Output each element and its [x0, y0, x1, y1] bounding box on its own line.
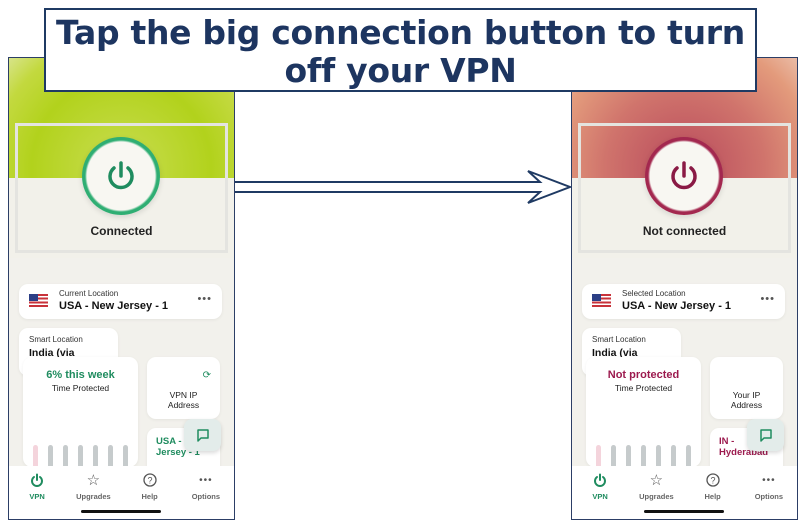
svg-text:?: ?	[147, 476, 152, 486]
highlight-box	[15, 123, 228, 253]
instruction-title: Tap the big connection button to turn of…	[44, 8, 757, 92]
help-icon: ?	[122, 472, 178, 488]
nav-label: VPN	[29, 492, 45, 501]
nav-label: Options	[191, 492, 221, 501]
location-value: USA - New Jersey - 1	[59, 300, 169, 312]
smart-location-value: India (via	[592, 347, 638, 359]
bottom-nav: VPN ☆ Upgrades ? Help ••• Options	[9, 466, 234, 519]
chart-bar	[48, 445, 53, 475]
connection-button[interactable]	[82, 137, 160, 215]
nav-label: Options	[754, 492, 784, 501]
chart-bar	[63, 445, 68, 475]
city-line-2: Jersey - 1	[156, 447, 200, 458]
more-options-icon[interactable]: •••	[197, 293, 212, 305]
help-icon: ?	[685, 472, 741, 488]
chart-bar	[611, 445, 616, 475]
chat-icon	[196, 429, 209, 442]
power-icon	[108, 161, 134, 190]
connection-button[interactable]	[645, 137, 723, 215]
time-protected-label: Time Protected	[51, 383, 110, 393]
chat-button[interactable]	[184, 419, 221, 451]
location-card[interactable]: Current Location USA - New Jersey - 1 ••…	[19, 284, 222, 319]
smart-location-label: Smart Location	[29, 335, 83, 344]
nav-upgrades[interactable]: ☆ Upgrades	[628, 466, 684, 519]
time-protected-label: Time Protected	[614, 383, 673, 393]
home-indicator	[81, 510, 161, 513]
chart-bar	[78, 445, 83, 475]
star-icon: ☆	[649, 472, 664, 489]
power-icon	[671, 161, 697, 190]
home-indicator	[644, 510, 724, 513]
nav-options[interactable]: ••• Options	[178, 466, 234, 519]
nav-label: Help	[704, 492, 721, 501]
nav-help[interactable]: ? Help	[685, 466, 741, 519]
time-protected-value: Not protected	[607, 369, 680, 381]
more-options-icon[interactable]: •••	[760, 293, 775, 305]
nav-label: Upgrades	[639, 492, 674, 501]
time-protected-card[interactable]: Not protected Time Protected	[586, 357, 701, 475]
ip-label-2: Address	[167, 400, 200, 410]
ip-label-1: Your IP	[732, 390, 761, 400]
location-label: Selected Location	[622, 289, 686, 298]
nav-options[interactable]: ••• Options	[741, 466, 797, 519]
chart-bar	[123, 445, 128, 475]
ip-label-1: VPN IP	[169, 390, 198, 400]
nav-help[interactable]: ? Help	[122, 466, 178, 519]
location-value: USA - New Jersey - 1	[622, 300, 732, 312]
more-icon: •••	[762, 474, 776, 486]
time-protected-value: 6% this week	[46, 369, 115, 381]
phone-not-connected: Not connected Selected Location USA - Ne…	[571, 57, 798, 520]
svg-text:?: ?	[710, 476, 715, 486]
city-line-1: IN -	[719, 436, 735, 447]
location-card[interactable]: Selected Location USA - New Jersey - 1 •…	[582, 284, 785, 319]
time-protected-card[interactable]: 6% this week Time Protected	[23, 357, 138, 475]
nav-label: Help	[141, 492, 158, 501]
connection-status: Not connected	[642, 224, 727, 238]
chart-bar	[656, 445, 661, 475]
smart-location-label: Smart Location	[592, 335, 646, 344]
star-icon: ☆	[86, 472, 101, 489]
chat-button[interactable]	[747, 419, 784, 451]
city-line-1: USA -	[156, 436, 182, 447]
phone-connected: Connected Current Location USA - New Jer…	[8, 57, 235, 520]
chart-bar	[686, 445, 691, 475]
more-icon: •••	[199, 474, 213, 486]
city-line-2: Hyderabad	[719, 447, 769, 458]
nav-label: VPN	[592, 492, 608, 501]
chart-bar	[108, 445, 113, 475]
connection-status: Connected	[90, 224, 153, 238]
power-icon	[572, 472, 628, 488]
chart-bar	[626, 445, 631, 475]
refresh-icon[interactable]: ⟳	[202, 370, 211, 381]
power-icon	[9, 472, 65, 488]
us-flag-icon	[29, 294, 48, 307]
nav-vpn[interactable]: VPN	[9, 466, 65, 519]
nav-label: Upgrades	[76, 492, 111, 501]
us-flag-icon	[592, 294, 611, 307]
chart-bar	[596, 445, 601, 475]
ip-label-2: Address	[730, 400, 763, 410]
highlight-box	[578, 123, 791, 253]
chat-icon	[759, 429, 772, 442]
location-label: Current Location	[59, 289, 119, 298]
chart-bar	[671, 445, 676, 475]
nav-vpn[interactable]: VPN	[572, 466, 628, 519]
chart-bar	[641, 445, 646, 475]
chart-bar	[33, 445, 38, 475]
nav-upgrades[interactable]: ☆ Upgrades	[65, 466, 121, 519]
smart-location-value: India (via	[29, 347, 75, 359]
chart-bar	[93, 445, 98, 475]
